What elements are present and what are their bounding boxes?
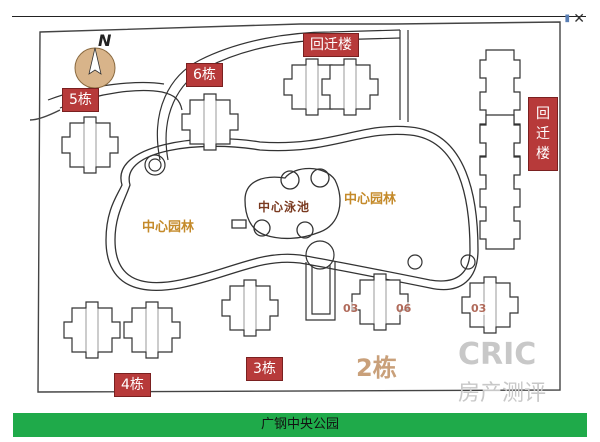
building-2-label: 2栋 [356, 354, 397, 382]
close-icon[interactable]: ✕ [573, 11, 585, 27]
roundabouts [144, 154, 476, 321]
label-building-5: 5栋 [62, 88, 99, 112]
site-boundary [29, 21, 561, 393]
label-building-6: 6栋 [186, 63, 223, 87]
park-label-right: 中心园林 [344, 192, 397, 207]
loop-road [105, 125, 479, 291]
watermark-logo: CRIC [458, 337, 537, 372]
unit-03b-label: 03 [471, 302, 487, 315]
unit-03-label: 03 [343, 302, 359, 315]
pool-label: 中心泳池 [258, 200, 311, 214]
central-pool [231, 167, 341, 240]
top-rule [12, 16, 586, 17]
label-relocation-top: 回迁楼 [303, 33, 359, 57]
label-building-3: 3栋 [246, 357, 283, 381]
label-building-4: 4栋 [114, 373, 151, 397]
restore-icon[interactable]: ▮ [564, 13, 570, 24]
compass-north-label: N [98, 31, 112, 50]
label-relocation-right: 回迁楼 [528, 97, 558, 171]
park-label-left: 中心园林 [142, 220, 195, 235]
compass-icon [74, 47, 116, 89]
unit-06-label: 06 [396, 302, 412, 315]
watermark-subtitle: 房产测评 [458, 381, 547, 406]
footer-title-bar: 广钢中央公园 [13, 413, 587, 437]
